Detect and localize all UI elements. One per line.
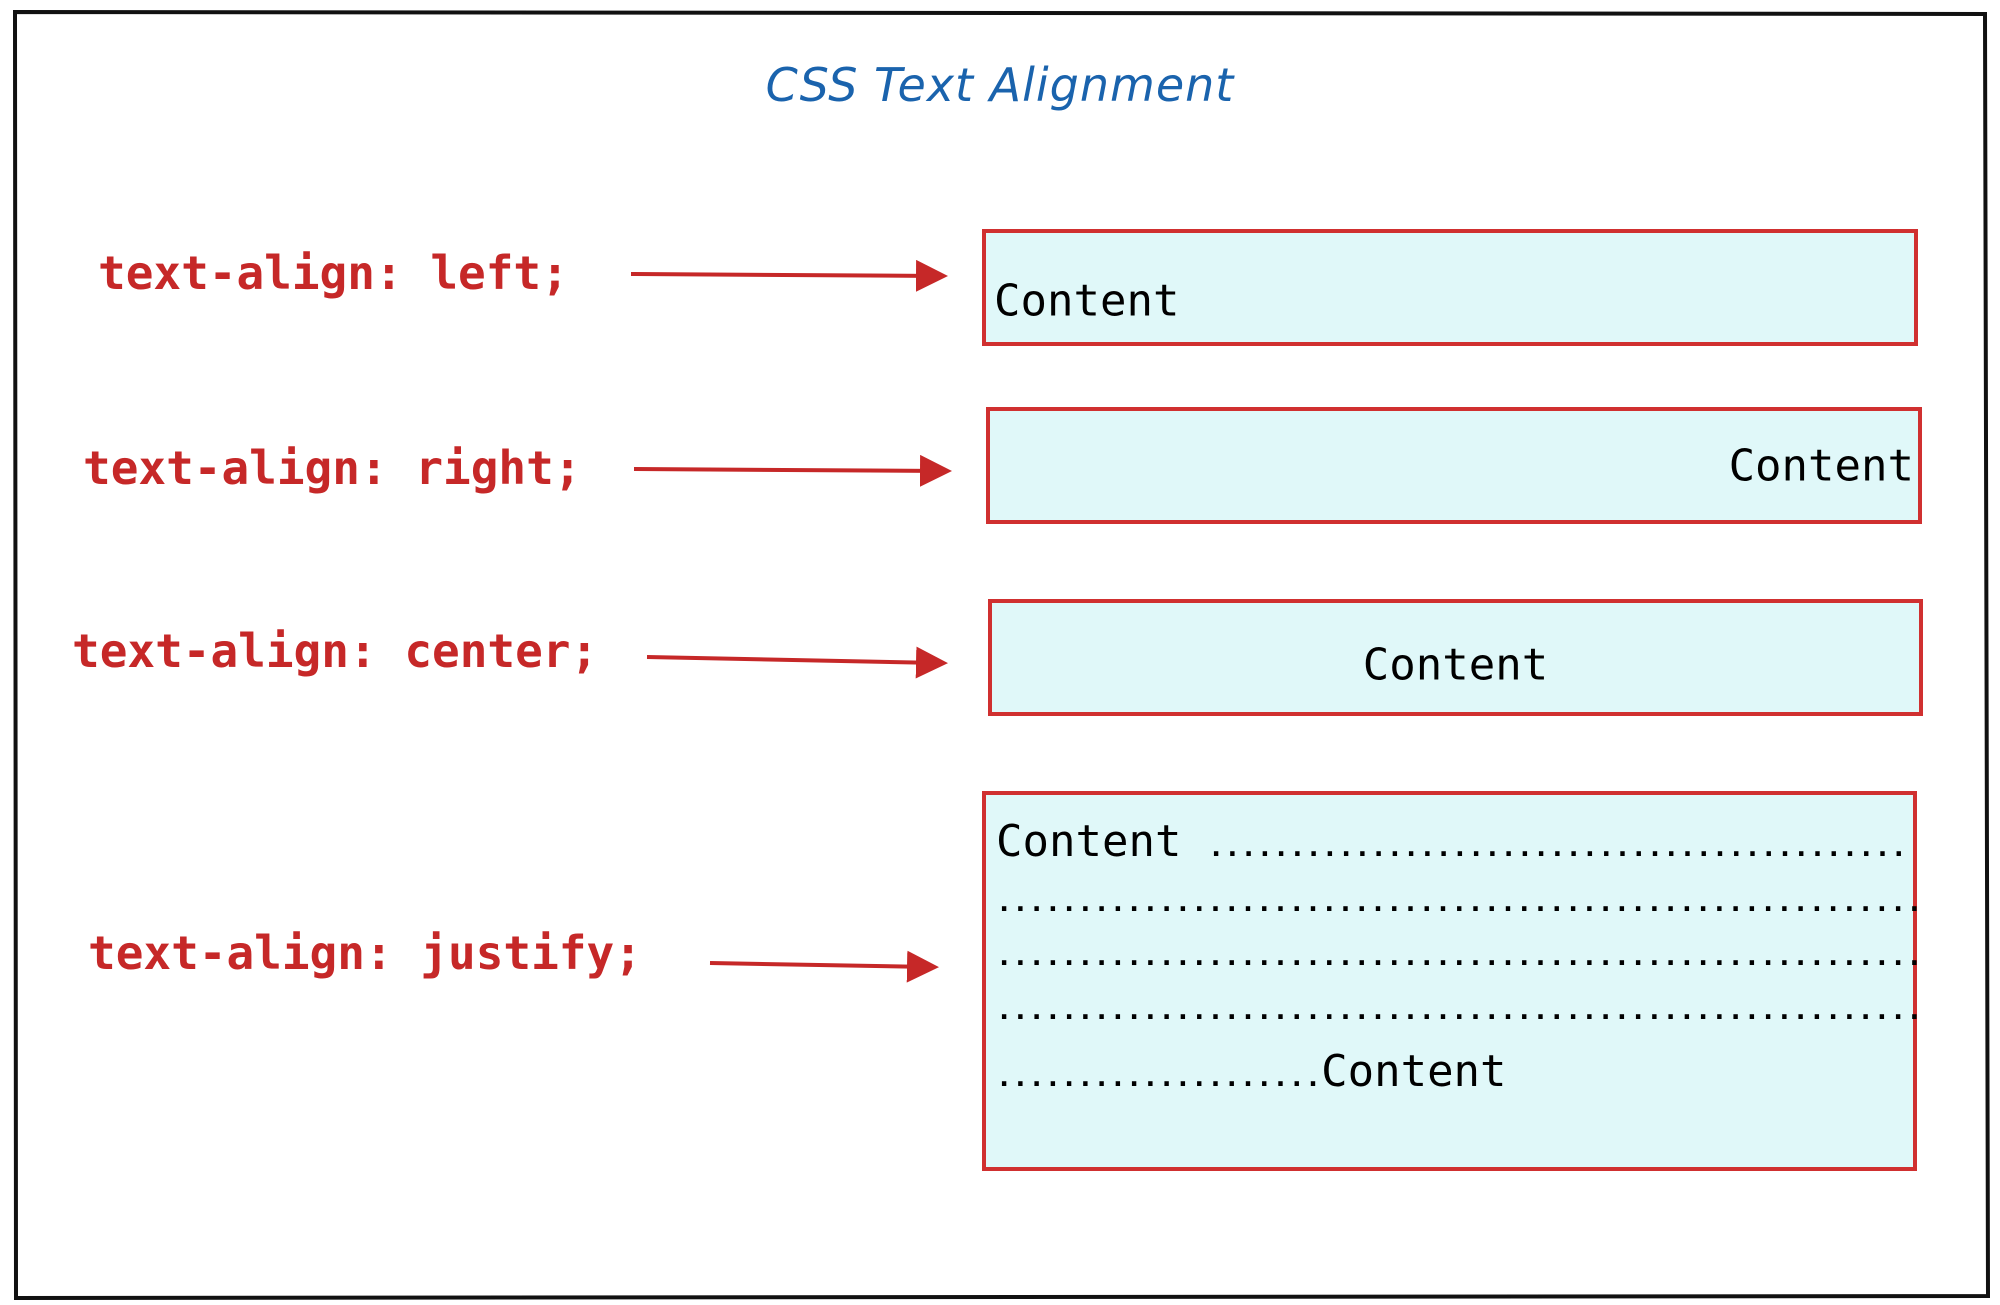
dots-line-4: ........................................… (996, 995, 1923, 1026)
dots-line-5: .................... (996, 1062, 1322, 1093)
content-left: Content (994, 275, 1180, 327)
arrow-left (630, 259, 948, 292)
label-left: text-align: left; (98, 246, 569, 300)
dots-line-2: ........................................… (996, 887, 1923, 918)
diagram-title: CSS Text Alignment (765, 58, 1235, 112)
box-right: Content (986, 407, 1922, 524)
content-justify-end: Content (1321, 1046, 1507, 1097)
content-justify-start: Content (996, 816, 1182, 867)
dots-line-3: ........................................… (996, 941, 1923, 972)
arrow-justify (709, 950, 939, 983)
box-left: Content (982, 229, 1918, 346)
label-right: text-align: right; (83, 441, 582, 495)
box-justify: Content ................................… (982, 791, 1923, 1171)
justify-line-5: ....................Content (996, 1050, 1901, 1094)
dots-line-1: ........................................… (1207, 832, 1907, 863)
frame-border (12, 9, 1991, 1301)
justify-line-1: Content ................................… (996, 820, 1907, 864)
box-center: Content (988, 599, 1923, 716)
arrow-right (633, 454, 952, 487)
arrow-center (646, 646, 948, 679)
content-right: Content (1728, 440, 1914, 491)
content-center: Content (1362, 639, 1549, 691)
label-justify: text-align: justify; (88, 926, 642, 980)
label-center: text-align: center; (72, 624, 599, 678)
